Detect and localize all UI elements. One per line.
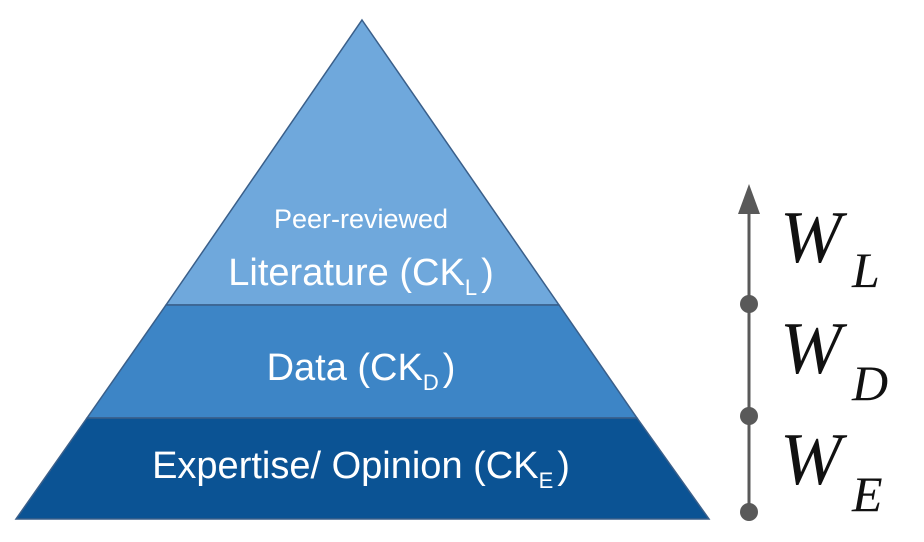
weight-main-literature: W <box>780 197 848 279</box>
expertise-close-paren: ) <box>557 445 570 487</box>
weight-axis-marker-data <box>740 407 758 425</box>
weight-sub-data: D <box>851 355 888 411</box>
weight-axis-marker-expertise <box>740 503 758 521</box>
weight-main-data: W <box>780 308 848 390</box>
literature-close-paren: ) <box>481 252 494 294</box>
weight-main-expertise: W <box>780 419 848 501</box>
data-subscript: D <box>423 370 439 395</box>
literature-label: Literature (CKL) <box>228 252 493 300</box>
weight-axis-arrowhead <box>738 184 760 214</box>
expertise-label-text: Expertise/ Opinion (CK <box>152 445 539 487</box>
literature-label-text: Literature (CK <box>228 252 465 294</box>
literature-subscript: L <box>465 275 477 300</box>
data-label: Data (CKD) <box>267 347 456 395</box>
weight-sub-expertise: E <box>851 466 883 522</box>
data-label-text: Data (CK <box>267 347 423 389</box>
weight-sub-literature: L <box>851 242 880 298</box>
expertise-label: Expertise/ Opinion (CKE) <box>152 445 570 493</box>
expertise-subscript: E <box>539 468 554 493</box>
weight-axis-marker-literature <box>740 295 758 313</box>
data-close-paren: ) <box>443 347 456 389</box>
tier-expertise <box>14 417 711 520</box>
literature-line1-label: Peer-reviewed <box>274 204 448 234</box>
